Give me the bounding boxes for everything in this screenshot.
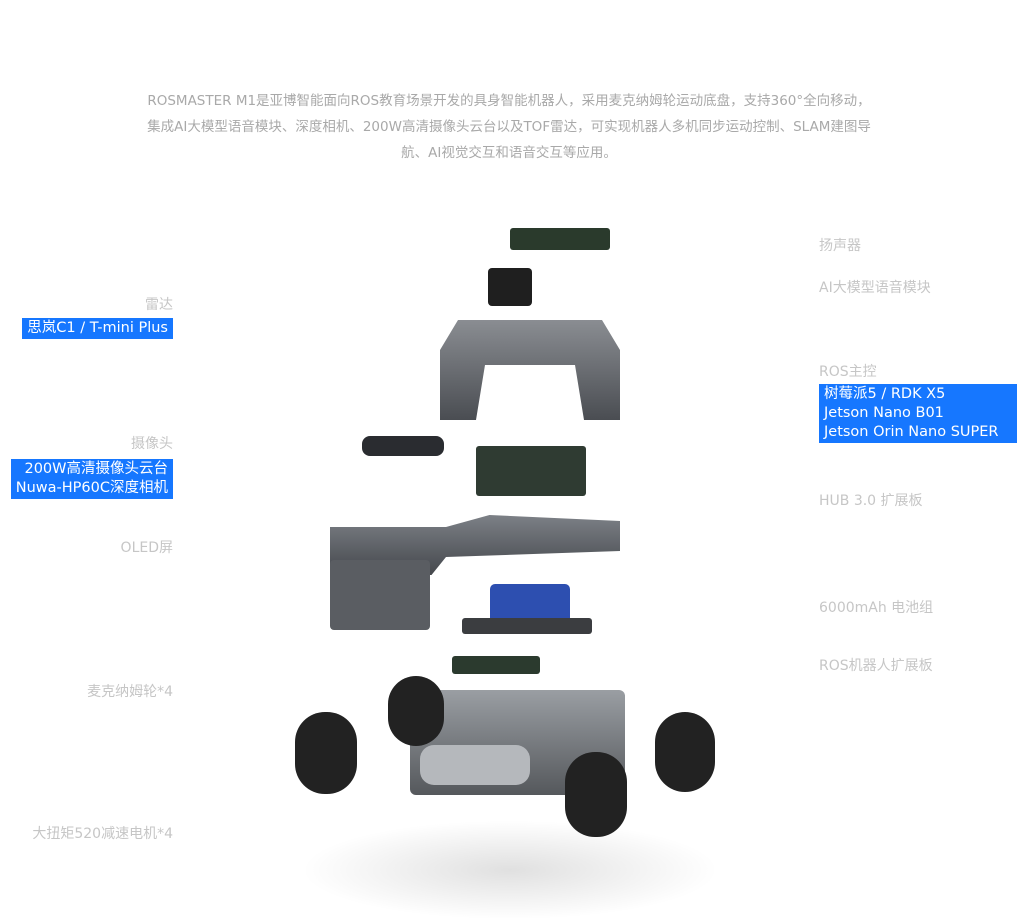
ros-models-badge: 树莓派5 / RDK X5 Jetson Nano B01 Jetson Ori… <box>819 384 1017 443</box>
label-expansion-board: ROS机器人扩展板 <box>819 658 933 674</box>
label-hub: HUB 3.0 扩展板 <box>819 493 923 509</box>
product-intro: ROSMASTER M1是亚博智能面向ROS教育场景开发的具身智能机器人，采用麦… <box>60 88 958 166</box>
label-camera: 摄像头 <box>131 436 173 452</box>
front-bumper <box>330 560 430 630</box>
intro-line: ROSMASTER M1是亚博智能面向ROS教育场景开发的具身智能机器人，采用麦… <box>147 93 871 109</box>
battery-plate <box>462 618 592 634</box>
speaker-board <box>510 228 610 250</box>
label-lidar: 雷达 <box>145 297 173 313</box>
label-speaker: 扬声器 <box>819 238 861 254</box>
depth-camera <box>362 436 444 456</box>
expansion-board <box>452 656 540 674</box>
motor <box>420 745 530 785</box>
label-motor: 大扭矩520减速电机*4 <box>32 826 173 842</box>
mecanum-wheel <box>655 712 715 792</box>
label-battery: 6000mAh 电池组 <box>819 600 934 616</box>
mecanum-wheel <box>565 752 627 837</box>
camera-model: Nuwa-HP60C深度相机 <box>15 480 168 496</box>
intro-line: 航、AI视觉交互和语音交互等应用。 <box>401 145 617 161</box>
camera-models-badge: 200W高清摄像头云台 Nuwa-HP60C深度相机 <box>10 459 173 499</box>
label-ros-main: ROS主控 <box>819 364 877 380</box>
mecanum-wheel <box>388 676 444 746</box>
ros-model: Jetson Orin Nano SUPER <box>824 424 999 440</box>
battery-pack <box>490 584 570 624</box>
floor-shadow <box>300 820 720 920</box>
top-shell <box>440 320 620 420</box>
lidar-unit <box>488 268 532 306</box>
camera-model: 200W高清摄像头云台 <box>24 461 168 477</box>
ros-model: Jetson Nano B01 <box>824 405 944 421</box>
ros-model: 树莓派5 / RDK X5 <box>824 386 946 402</box>
label-voice-module: AI大模型语音模块 <box>819 280 931 296</box>
mecanum-wheel <box>295 712 357 794</box>
lidar-models-badge: 思岚C1 / T-mini Plus <box>22 318 173 339</box>
main-controller-board <box>476 446 586 496</box>
label-oled: OLED屏 <box>120 540 173 556</box>
label-wheel: 麦克纳姆轮*4 <box>87 684 173 700</box>
intro-line: 集成AI大模型语音模块、深度相机、200W高清摄像头云台以及TOF雷达，可实现机… <box>147 119 871 135</box>
